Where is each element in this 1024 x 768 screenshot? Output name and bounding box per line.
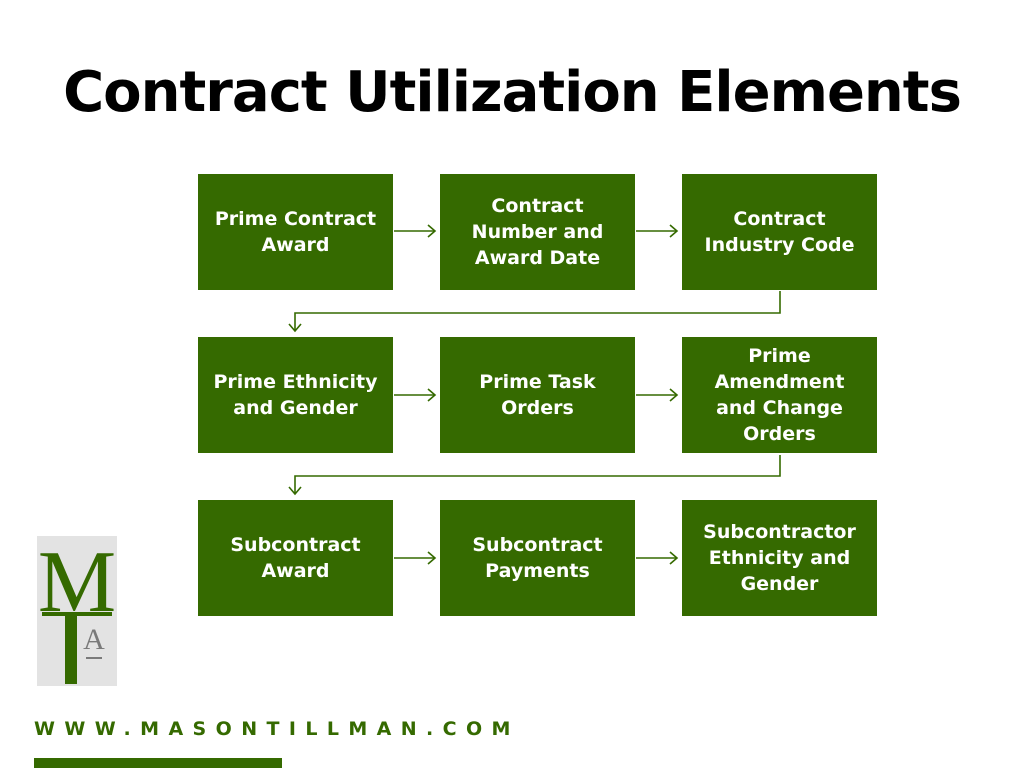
arrow-r2-r3 — [288, 455, 781, 496]
arrow-r2-2 — [636, 388, 679, 402]
arrow-r1-r2 — [288, 291, 781, 333]
box-prime-contract-award: Prime Contract Award — [198, 174, 393, 290]
box-label: Prime Amendment and Change Orders — [714, 345, 845, 445]
box-label: Prime Task Orders — [479, 371, 596, 419]
footer-accent-bar — [34, 758, 282, 768]
box-prime-amendment-change-orders: Prime Amendment and Change Orders — [682, 337, 877, 453]
box-label: Subcontractor Ethnicity and Gender — [703, 521, 856, 595]
box-subcontract-award: Subcontract Award — [198, 500, 393, 616]
website-url: WWW.MASONTILLMAN.COM — [34, 718, 520, 740]
logo-letter-a: A — [83, 623, 105, 656]
box-label: Prime Ethnicity and Gender — [213, 371, 378, 419]
arrow-r1-1 — [394, 224, 437, 238]
arrow-r3-1 — [394, 551, 437, 565]
box-contract-industry-code: Contract Industry Code — [682, 174, 877, 290]
slide-title: Contract Utilization Elements — [63, 60, 962, 125]
box-subcontractor-ethnicity-gender: Subcontractor Ethnicity and Gender — [682, 500, 877, 616]
box-label: Subcontract Payments — [472, 534, 603, 582]
arrow-r1-2 — [636, 224, 679, 238]
box-label: Subcontract Award — [230, 534, 361, 582]
mason-tillman-logo: M A — [37, 534, 117, 686]
box-subcontract-payments: Subcontract Payments — [440, 500, 635, 616]
arrow-r3-2 — [636, 551, 679, 565]
box-label: Contract Industry Code — [704, 208, 855, 256]
box-prime-task-orders: Prime Task Orders — [440, 337, 635, 453]
box-contract-number-award-date: Contract Number and Award Date — [440, 174, 635, 290]
arrow-r2-1 — [394, 388, 437, 402]
box-label: Contract Number and Award Date — [471, 195, 604, 269]
logo-mark-icon: M A — [37, 534, 117, 686]
box-prime-ethnicity-gender: Prime Ethnicity and Gender — [198, 337, 393, 453]
box-label: Prime Contract Award — [214, 208, 377, 256]
